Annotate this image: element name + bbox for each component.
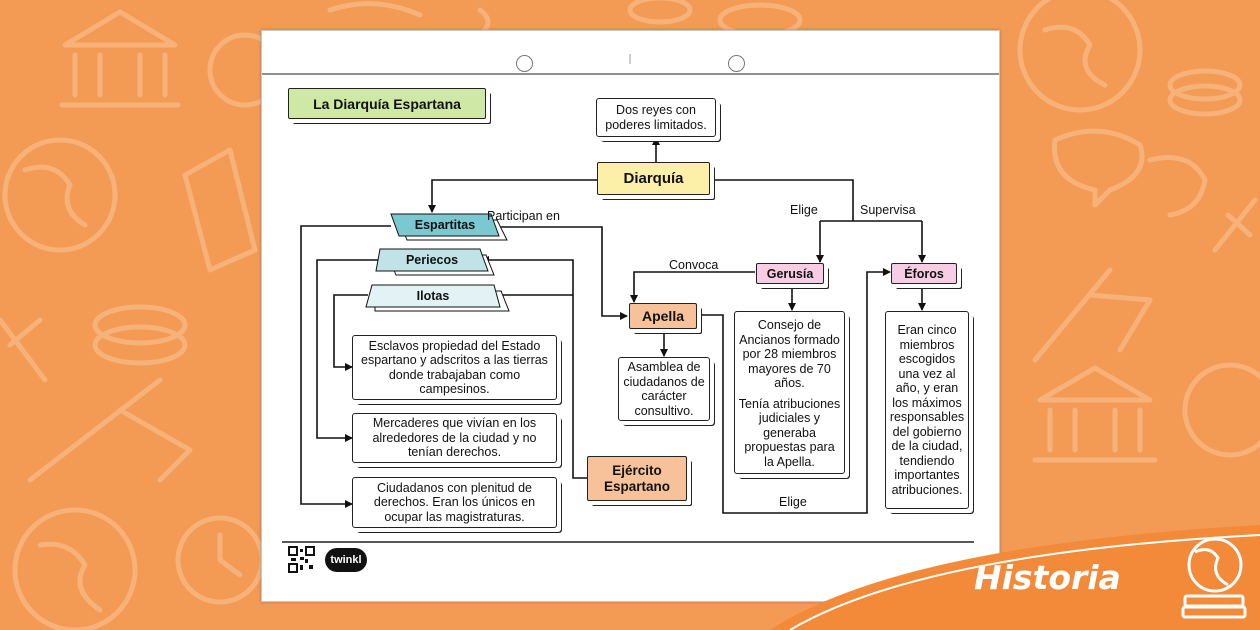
periecos-description: Mercaderes que vivían en los alrededores… [352,413,557,463]
label-elige-bottom: Elige [779,495,807,509]
reyes-box: Dos reyes con poderes limitados. [596,98,716,137]
worksheet-lines [262,54,999,543]
ilotas-text: Esclavos propiedad del Estado espartano … [361,338,548,397]
periecos-label: Periecos [405,253,459,267]
globe-icon [2,137,118,253]
gavel-icon-right [1212,197,1258,253]
espartitas-node: Espartitas [395,214,495,236]
espartitas-text: Ciudadanos con plenitud de derechos. Era… [373,480,536,524]
espartitas-shape [390,213,500,237]
ilotas-label: Ilotas [416,289,450,303]
diarquia-node: Diarquía [597,162,710,195]
flag-icon-right [1032,267,1153,363]
apella-label: Apella [641,308,684,324]
globe-icon-2 [12,507,138,630]
gerusia-text-2: Tenía atribuciones judiciales y generaba… [738,396,841,469]
espartitas-label: Espartitas [414,218,476,232]
ilotas-node: Ilotas [370,285,496,307]
gerusia-label: Gerusía [766,266,814,281]
periecos-text: Mercaderes que vivían en los alrededores… [372,416,537,460]
twinkl-logo: twinkl [325,548,367,572]
subject-title: Historia [974,558,1121,597]
apella-description: Asamblea de ciudadanos de carácter consu… [618,357,710,421]
coin-icon-right [1167,68,1243,117]
globe-icon-right-2 [1182,362,1260,458]
apella-node: Apella [629,303,697,329]
apella-text: Asamblea de ciudadanos de carácter consu… [623,360,705,418]
gavel-icon [0,317,48,383]
eforos-text: Eran cinco miembros escogidos una vez al… [889,323,965,497]
globe-icon-right [1017,0,1143,113]
diarquia-label: Diarquía [623,170,684,187]
ilotas-description: Esclavos propiedad del Estado espartano … [352,335,557,400]
periecos-shape [375,248,489,272]
label-convoca: Convoca [669,258,719,272]
diagram-title-text: La Diarquía Espartana [313,95,461,112]
diagram-title: La Diarquía Espartana [288,88,486,119]
ilotas-shape [365,284,501,308]
gerusia-description: Consejo de Ancianos formado por 28 miemb… [734,311,845,474]
label-supervisa: Supervisa [860,203,916,217]
espartitas-description: Ciudadanos con plenitud de derechos. Era… [352,477,557,528]
flag-icon [27,377,193,483]
gerusia-text-1: Consejo de Ancianos formado por 28 miemb… [739,318,840,390]
book-icon [182,147,258,273]
coin-icon [92,304,188,366]
binder-hole-left [516,55,533,72]
binder-hole-right [728,55,745,72]
ejercito-label: Ejército Espartano [603,462,671,494]
ejercito-node: Ejército Espartano [587,456,687,501]
globe-book-icon [1181,537,1247,619]
label-participan: Participan en [487,209,560,223]
eforos-label: Éforos [904,266,944,281]
eforos-node: Éforos [891,263,957,284]
periecos-node: Periecos [380,249,484,271]
bank-icon-right [1032,365,1158,463]
chat-icon [1052,128,1208,218]
bank-icon [59,9,181,108]
qr-code-icon [288,546,315,573]
gerusia-node: Gerusía [756,263,824,284]
eforos-description: Eran cinco miembros escogidos una vez al… [885,311,969,509]
label-elige-top: Elige [790,203,818,217]
reyes-text: Dos reyes con poderes limitados. [605,103,707,132]
